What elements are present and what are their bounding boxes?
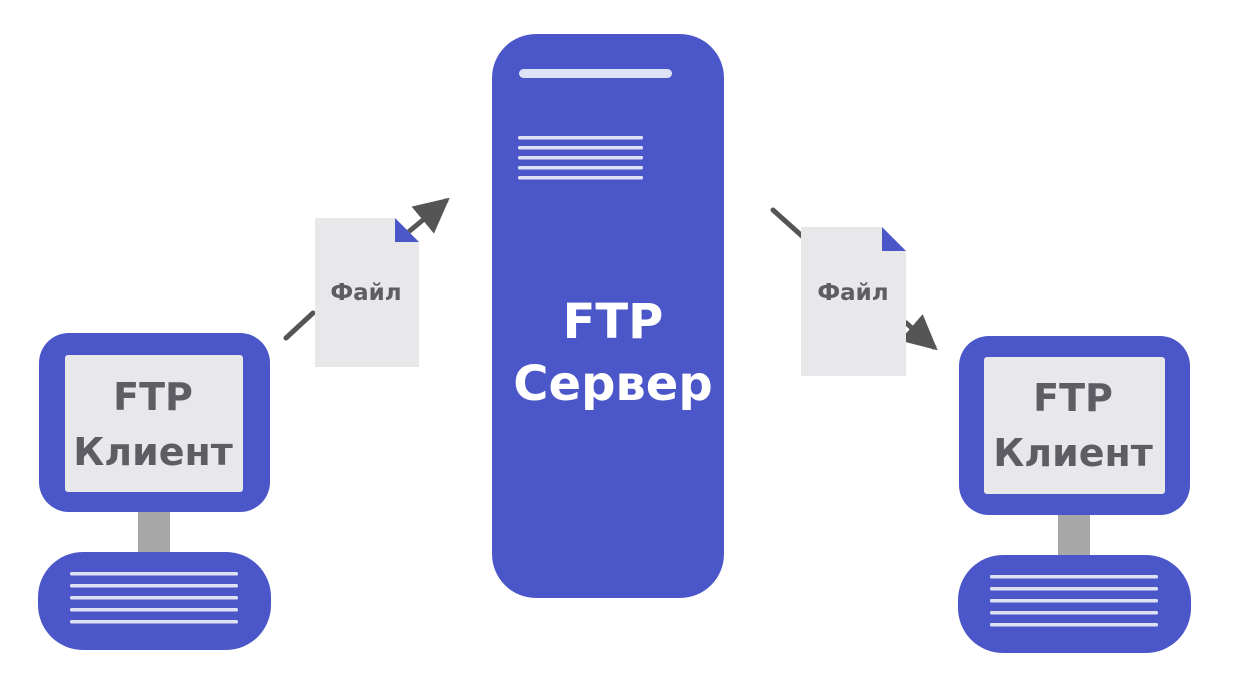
- arrow-server-to-right-client-lower: [899, 314, 938, 351]
- file-icon: [315, 218, 419, 367]
- server-body: [492, 34, 724, 598]
- arrow-left-client-to-server-lower: [283, 310, 316, 341]
- ftp-server: FTP Сервер: [492, 34, 724, 598]
- server-label-line1: FTP: [563, 294, 664, 350]
- server-label-line2: Сервер: [513, 356, 712, 412]
- ftp-client-left: FTP Клиент: [38, 333, 271, 650]
- file-document-right: Файл: [801, 227, 906, 376]
- keyboard-body: [958, 555, 1191, 653]
- file-corner-fold: [882, 227, 906, 251]
- file-label: Файл: [817, 280, 888, 306]
- client-label-line1: FTP: [1033, 376, 1113, 420]
- client-label-line1: FTP: [113, 375, 193, 419]
- client-label-line2: Клиент: [993, 431, 1153, 475]
- arrow-server-to-right-client-upper: [770, 207, 805, 239]
- file-document-left: Файл: [315, 218, 419, 367]
- arrow-left-client-to-server-upper: [404, 197, 450, 236]
- file-icon: [801, 227, 906, 376]
- monitor-screen: [984, 357, 1165, 494]
- file-corner-fold: [395, 218, 419, 242]
- keyboard-lines: [70, 572, 238, 624]
- ftp-client-right: FTP Клиент: [958, 336, 1191, 653]
- monitor-screen: [65, 355, 243, 492]
- keyboard-lines: [990, 575, 1158, 627]
- monitor-neck: [1058, 515, 1090, 555]
- file-label: Файл: [330, 280, 401, 306]
- monitor-neck: [138, 512, 170, 552]
- server-top-slot: [519, 69, 672, 78]
- keyboard-body: [38, 552, 271, 650]
- client-label-line2: Клиент: [73, 430, 233, 474]
- server-vent-lines: [518, 136, 643, 180]
